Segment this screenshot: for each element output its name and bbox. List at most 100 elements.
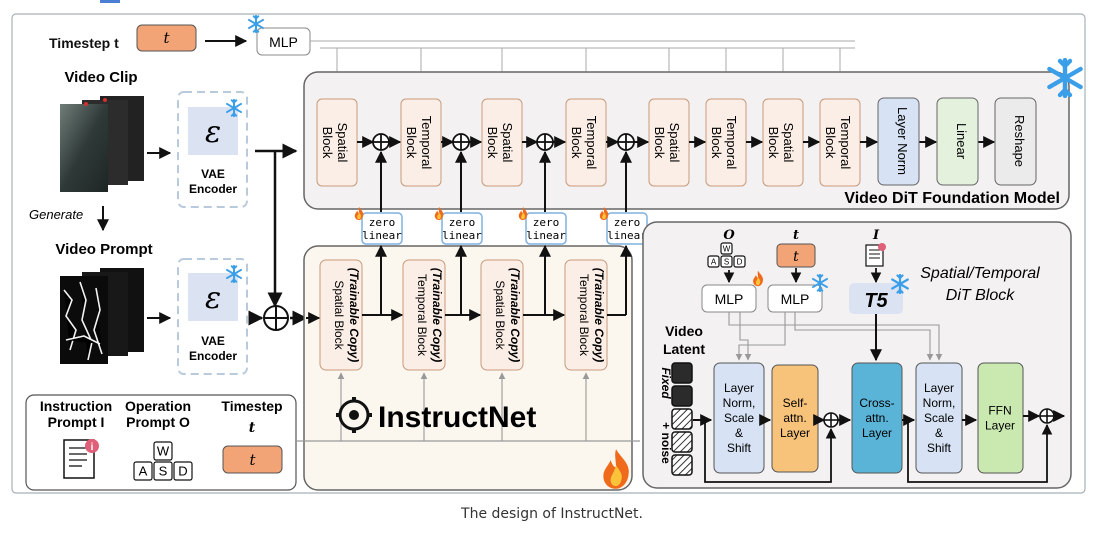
instructnet-block-name: Temporal Block	[577, 274, 591, 357]
block-line: Shift	[927, 441, 952, 455]
dit-title-1: Spatial/Temporal	[920, 265, 1040, 282]
plus-junction	[536, 133, 554, 151]
dit-self-attn: Self-attn.Layer	[771, 364, 819, 473]
foundation-block: TemporalBlock	[565, 98, 607, 187]
dit-cross-attn: Cross-attn.Layer	[851, 362, 903, 474]
key-label: D	[737, 257, 743, 266]
generate-label: Generate	[29, 207, 83, 222]
key-cap: A	[707, 255, 720, 268]
plus-junction	[452, 133, 470, 151]
zero-linear-label-2: linear	[526, 229, 566, 242]
foundation-block-label: SpatialBlock	[652, 123, 682, 163]
legend-timestep-box	[222, 445, 283, 474]
instructnet-block: Spatial Block(Trainable Copy)	[480, 259, 524, 441]
block-line: &	[935, 426, 943, 440]
dit-title-2: DiT Block	[946, 287, 1015, 304]
instructnet-block-name: Temporal Block	[415, 274, 429, 357]
document-icon: i	[63, 439, 99, 479]
dit-add-1	[823, 412, 839, 428]
mlp-top-label: MLP	[269, 34, 298, 50]
block-line: Norm,	[723, 396, 756, 410]
video-prompt-frames	[60, 268, 144, 364]
video-clip-label: Video Clip	[64, 69, 137, 86]
key-label: W	[157, 444, 170, 459]
key-cap: A	[133, 461, 153, 481]
key-cap: D	[173, 461, 193, 481]
instructnet-block-sub: (Trainable Copy)	[430, 268, 444, 362]
instructnet-logo: InstructNet	[336, 397, 536, 434]
dit-o-label: O	[723, 228, 735, 243]
foundation-block-label: TemporalBlock	[823, 116, 853, 170]
zero-linear-label-1: zero	[369, 216, 396, 229]
block-line: attn.	[783, 411, 806, 425]
foundation-block: TemporalBlock	[819, 98, 861, 187]
reshape-label: Reshape	[1012, 115, 1027, 167]
dit-i-label: I	[872, 228, 880, 243]
vae-bottom-line1: VAE	[201, 334, 225, 348]
key-cap: W	[153, 441, 173, 461]
timestep-box	[136, 24, 197, 52]
linear-label: Linear	[954, 123, 969, 160]
key-label: A	[139, 464, 148, 479]
foundation-block: TemporalBlock	[400, 98, 442, 187]
key-cap: D	[733, 255, 746, 268]
foundation-block-label: TemporalBlock	[569, 116, 599, 170]
foundation-block: SpatialBlock	[481, 98, 523, 187]
timestep-broadcast	[310, 40, 855, 49]
zero-linear-label-1: zero	[614, 216, 641, 229]
block-line: Cross-	[859, 396, 894, 410]
latent-cell	[671, 454, 693, 476]
key-cap: W	[720, 242, 733, 255]
block-line: Shift	[727, 441, 752, 455]
key-label: D	[178, 464, 187, 479]
top-link-stub	[100, 0, 120, 3]
dit-condition-lines	[728, 312, 943, 361]
foundation-block-label: TemporalBlock	[404, 116, 434, 170]
block-line: FFN	[988, 404, 1011, 418]
instructnet-block-sub: (Trainable Copy)	[592, 268, 606, 362]
key-cap: S	[720, 255, 733, 268]
legend-timestep-var: t	[249, 451, 256, 469]
zero-linear-label-2: linear	[442, 229, 482, 242]
foundation-block-label: SpatialBlock	[485, 123, 515, 163]
instructnet-block-name: Spatial Block	[493, 280, 507, 350]
video-clip-frames	[60, 96, 144, 192]
instructnet-block-sub: (Trainable Copy)	[508, 268, 522, 362]
block-line: Layer	[780, 426, 810, 440]
zero-linear-label-1: zero	[533, 216, 560, 229]
foundation-block: TemporalBlock	[705, 98, 747, 187]
block-line: Layer	[724, 381, 754, 395]
zero-linear-label-1: zero	[449, 216, 476, 229]
latent-cell	[671, 408, 693, 430]
foundation-block-label: SpatialBlock	[320, 123, 350, 163]
encoder-symbol-top: ε	[205, 115, 221, 150]
video-latent-2: Latent	[663, 341, 705, 357]
instructnet-panel	[303, 245, 633, 491]
block-line: Scale	[724, 411, 754, 425]
figure-caption: The design of InstructNet.	[461, 506, 643, 522]
dit-t5	[849, 283, 903, 314]
video-latent-stack	[671, 362, 693, 476]
foundation-reshape: Reshape	[994, 97, 1037, 186]
instructnet-block: Temporal Block(Trainable Copy)	[564, 259, 608, 441]
dit-mlp1-label: MLP	[715, 291, 744, 307]
dit-add-2	[1039, 408, 1055, 424]
dit-residuals	[704, 420, 1053, 483]
dit-mlp2-label: MLP	[781, 291, 810, 307]
instructnet-block: Temporal Block(Trainable Copy)	[402, 259, 446, 441]
foundation-blocks: SpatialBlock TemporalBlock SpatialBlock Tem…	[316, 98, 996, 187]
dit-input-arrows	[723, 268, 882, 284]
dit-t-label: t	[793, 228, 799, 243]
svg-text:i: i	[91, 442, 94, 453]
dit-t-box	[776, 243, 816, 268]
instructnet-block: Spatial Block(Trainable Copy)	[319, 259, 363, 441]
instructnet-blocks: Spatial Block(Trainable Copy)Temporal Bl…	[306, 244, 632, 441]
layer-norm-label: Layer Norm	[895, 107, 910, 175]
block-line: Norm,	[923, 396, 956, 410]
block-line: Scale	[924, 411, 954, 425]
